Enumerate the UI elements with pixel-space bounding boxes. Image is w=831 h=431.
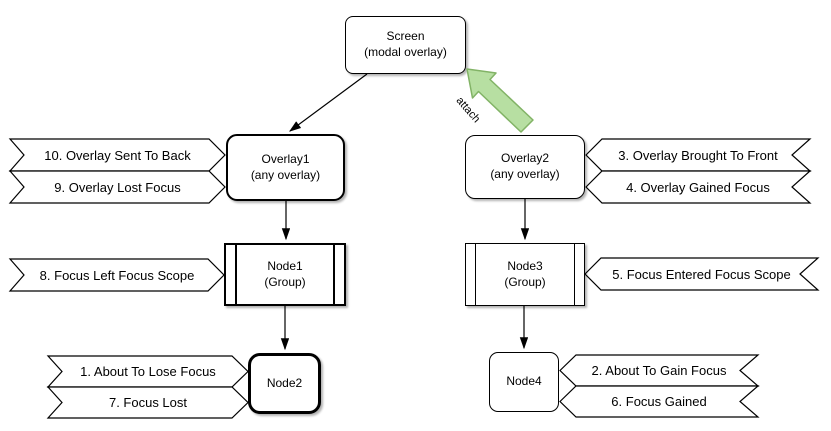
banner-overlay-gained-focus: 4. Overlay Gained Focus xyxy=(585,170,812,204)
banner-focus-lost: 7. Focus Lost xyxy=(46,386,249,419)
banner-overlay-sent-to-back: 10. Overlay Sent To Back xyxy=(8,138,226,172)
banner-about-to-lose-focus: 1. About To Lose Focus xyxy=(46,355,249,388)
banner-focus-gained: 6. Focus Gained xyxy=(559,385,760,418)
banner-ribbon-shape xyxy=(559,385,760,418)
node-overlay2-title: Overlay2 xyxy=(500,151,550,166)
banner-label: 8. Focus Left Focus Scope xyxy=(39,267,195,283)
node-node1-subtitle: (Group) xyxy=(264,274,306,289)
node-node2: Node2 xyxy=(248,353,321,414)
banner-ribbon-shape xyxy=(8,170,226,204)
node-screen-title: Screen xyxy=(386,29,425,44)
banner-overlay-lost-focus: 9. Overlay Lost Focus xyxy=(8,170,226,204)
node-node3-title: Node3 xyxy=(507,258,543,273)
node-node3-group: Node3 (Group) xyxy=(465,243,585,306)
banner-ribbon-shape xyxy=(8,258,225,292)
banner-label: 6. Focus Gained xyxy=(611,394,707,409)
node-node1-group: Node1 (Group) xyxy=(224,243,346,306)
node-overlay2-subtitle: (any overlay) xyxy=(490,167,560,181)
banner-label: 3. Overlay Brought To Front xyxy=(618,147,778,163)
node-node1-title: Node1 xyxy=(267,258,303,273)
banner-label: 9. Overlay Lost Focus xyxy=(54,179,181,195)
banner-ribbon-shape xyxy=(46,386,249,419)
group-bar-right-icon xyxy=(333,245,335,304)
banner-label: 7. Focus Lost xyxy=(108,395,188,410)
banner-label: 2. About To Gain Focus xyxy=(591,363,727,378)
group-bar-right-icon xyxy=(574,244,575,305)
node-overlay1-subtitle: (any overlay) xyxy=(250,167,321,182)
node-node2-title: Node2 xyxy=(266,375,303,390)
node-node4-title: Node4 xyxy=(506,374,542,389)
node-screen-subtitle: (modal overlay) xyxy=(364,45,447,59)
node-screen: Screen (modal overlay) xyxy=(345,16,466,74)
banner-ribbon-shape xyxy=(585,170,812,204)
banner-ribbon-shape xyxy=(584,257,820,291)
edge-screen-to-overlay1 xyxy=(289,73,368,132)
banner-label: 5. Focus Entered Focus Scope xyxy=(612,266,791,282)
banner-focus-entered-focus-scope: 5. Focus Entered Focus Scope xyxy=(584,257,820,291)
node-overlay1-title: Overlay1 xyxy=(261,151,310,166)
banner-focus-left-focus-scope: 8. Focus Left Focus Scope xyxy=(8,258,225,292)
banner-about-to-gain-focus: 2. About To Gain Focus xyxy=(559,354,760,387)
banner-label: 10. Overlay Sent To Back xyxy=(44,147,191,163)
node-node4: Node4 xyxy=(489,352,559,412)
banner-overlay-brought-to-front: 3. Overlay Brought To Front xyxy=(585,138,812,172)
banner-label: 4. Overlay Gained Focus xyxy=(626,179,770,195)
group-bar-left-icon xyxy=(235,245,237,304)
node-overlay1: Overlay1 (any overlay) xyxy=(226,134,345,201)
banner-label: 1. About To Lose Focus xyxy=(80,364,216,379)
node-node3-subtitle: (Group) xyxy=(504,274,546,289)
node-overlay2: Overlay2 (any overlay) xyxy=(465,135,585,199)
attach-edge-label: attach xyxy=(453,94,483,126)
group-bar-left-icon xyxy=(475,244,476,305)
